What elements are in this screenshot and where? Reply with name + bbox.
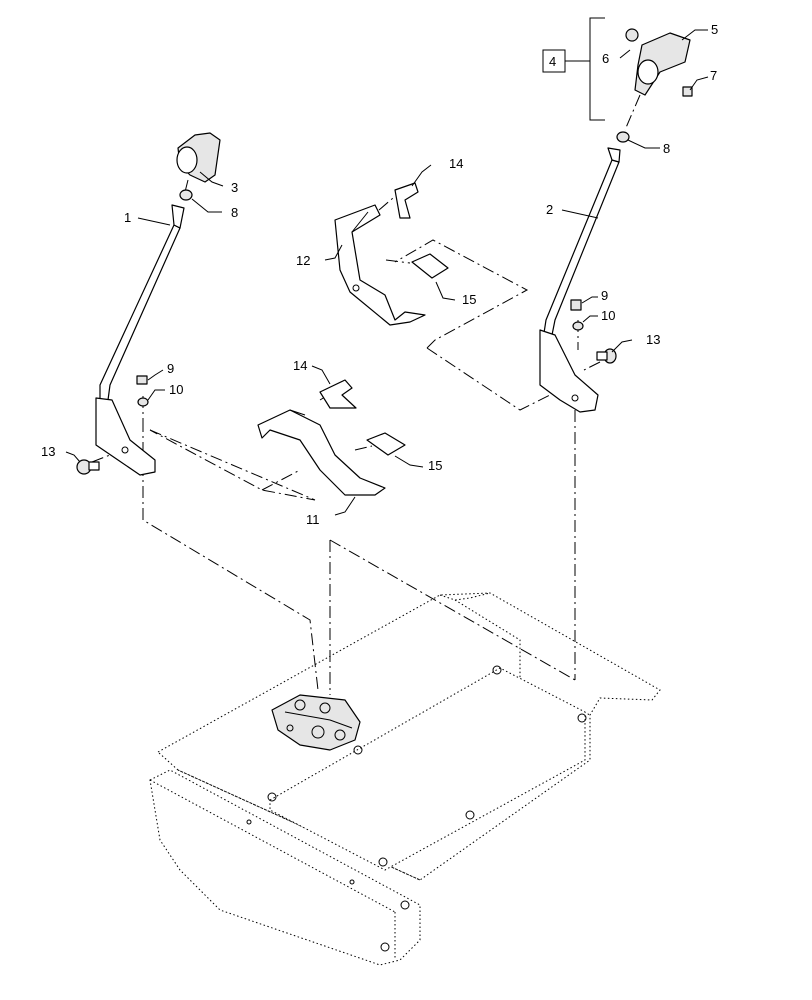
floor-platform xyxy=(149,592,661,966)
bolt-9-left xyxy=(136,375,148,385)
lever-1 xyxy=(95,204,185,476)
callout-10-left: 10 xyxy=(169,382,183,397)
knob-3 xyxy=(176,132,221,183)
brake-valve xyxy=(271,694,361,751)
kit-bracket xyxy=(542,17,605,121)
callout-13-right: 13 xyxy=(646,332,660,347)
callout-12: 12 xyxy=(296,253,310,268)
knob-5 xyxy=(634,32,691,96)
setscrew-7 xyxy=(682,86,693,97)
pad-14-upper xyxy=(394,182,419,219)
pad-15-lower xyxy=(366,432,406,456)
callout-15-lower: 15 xyxy=(428,458,442,473)
pad-14-lower xyxy=(319,379,357,409)
callout-labels: 1 2 3 4 5 6 7 8 8 9 9 10 10 11 12 13 13 … xyxy=(41,22,718,527)
nut-8-right xyxy=(616,131,630,143)
pedal-11 xyxy=(257,409,386,496)
callout-2: 2 xyxy=(546,202,553,217)
callout-14-lower: 14 xyxy=(293,358,307,373)
callout-15-upper: 15 xyxy=(462,292,476,307)
callout-9-right: 9 xyxy=(601,288,608,303)
callout-8-right: 8 xyxy=(663,141,670,156)
callout-11: 11 xyxy=(306,512,320,527)
screw-6 xyxy=(625,28,639,42)
pedal-12 xyxy=(334,204,426,326)
callout-14-upper: 14 xyxy=(449,156,463,171)
bolt-13-right xyxy=(596,348,617,364)
callout-1: 1 xyxy=(124,210,131,225)
washer-10-left xyxy=(137,397,149,407)
pad-15-upper xyxy=(411,253,449,279)
callout-8-left: 8 xyxy=(231,205,238,220)
leader-lines xyxy=(65,29,709,516)
callout-4: 4 xyxy=(549,54,556,69)
callout-9-left: 9 xyxy=(167,361,174,376)
nut-8-left xyxy=(179,189,193,201)
bolt-13-left xyxy=(76,459,100,475)
callout-10-right: 10 xyxy=(601,308,615,323)
callout-13-left: 13 xyxy=(41,444,55,459)
callout-3: 3 xyxy=(231,180,238,195)
lever-2 xyxy=(539,147,621,413)
bolt-9-right xyxy=(570,299,582,311)
washer-10-right xyxy=(572,321,584,331)
callout-6: 6 xyxy=(602,51,609,66)
callout-5: 5 xyxy=(711,22,718,37)
callout-7: 7 xyxy=(710,68,717,83)
